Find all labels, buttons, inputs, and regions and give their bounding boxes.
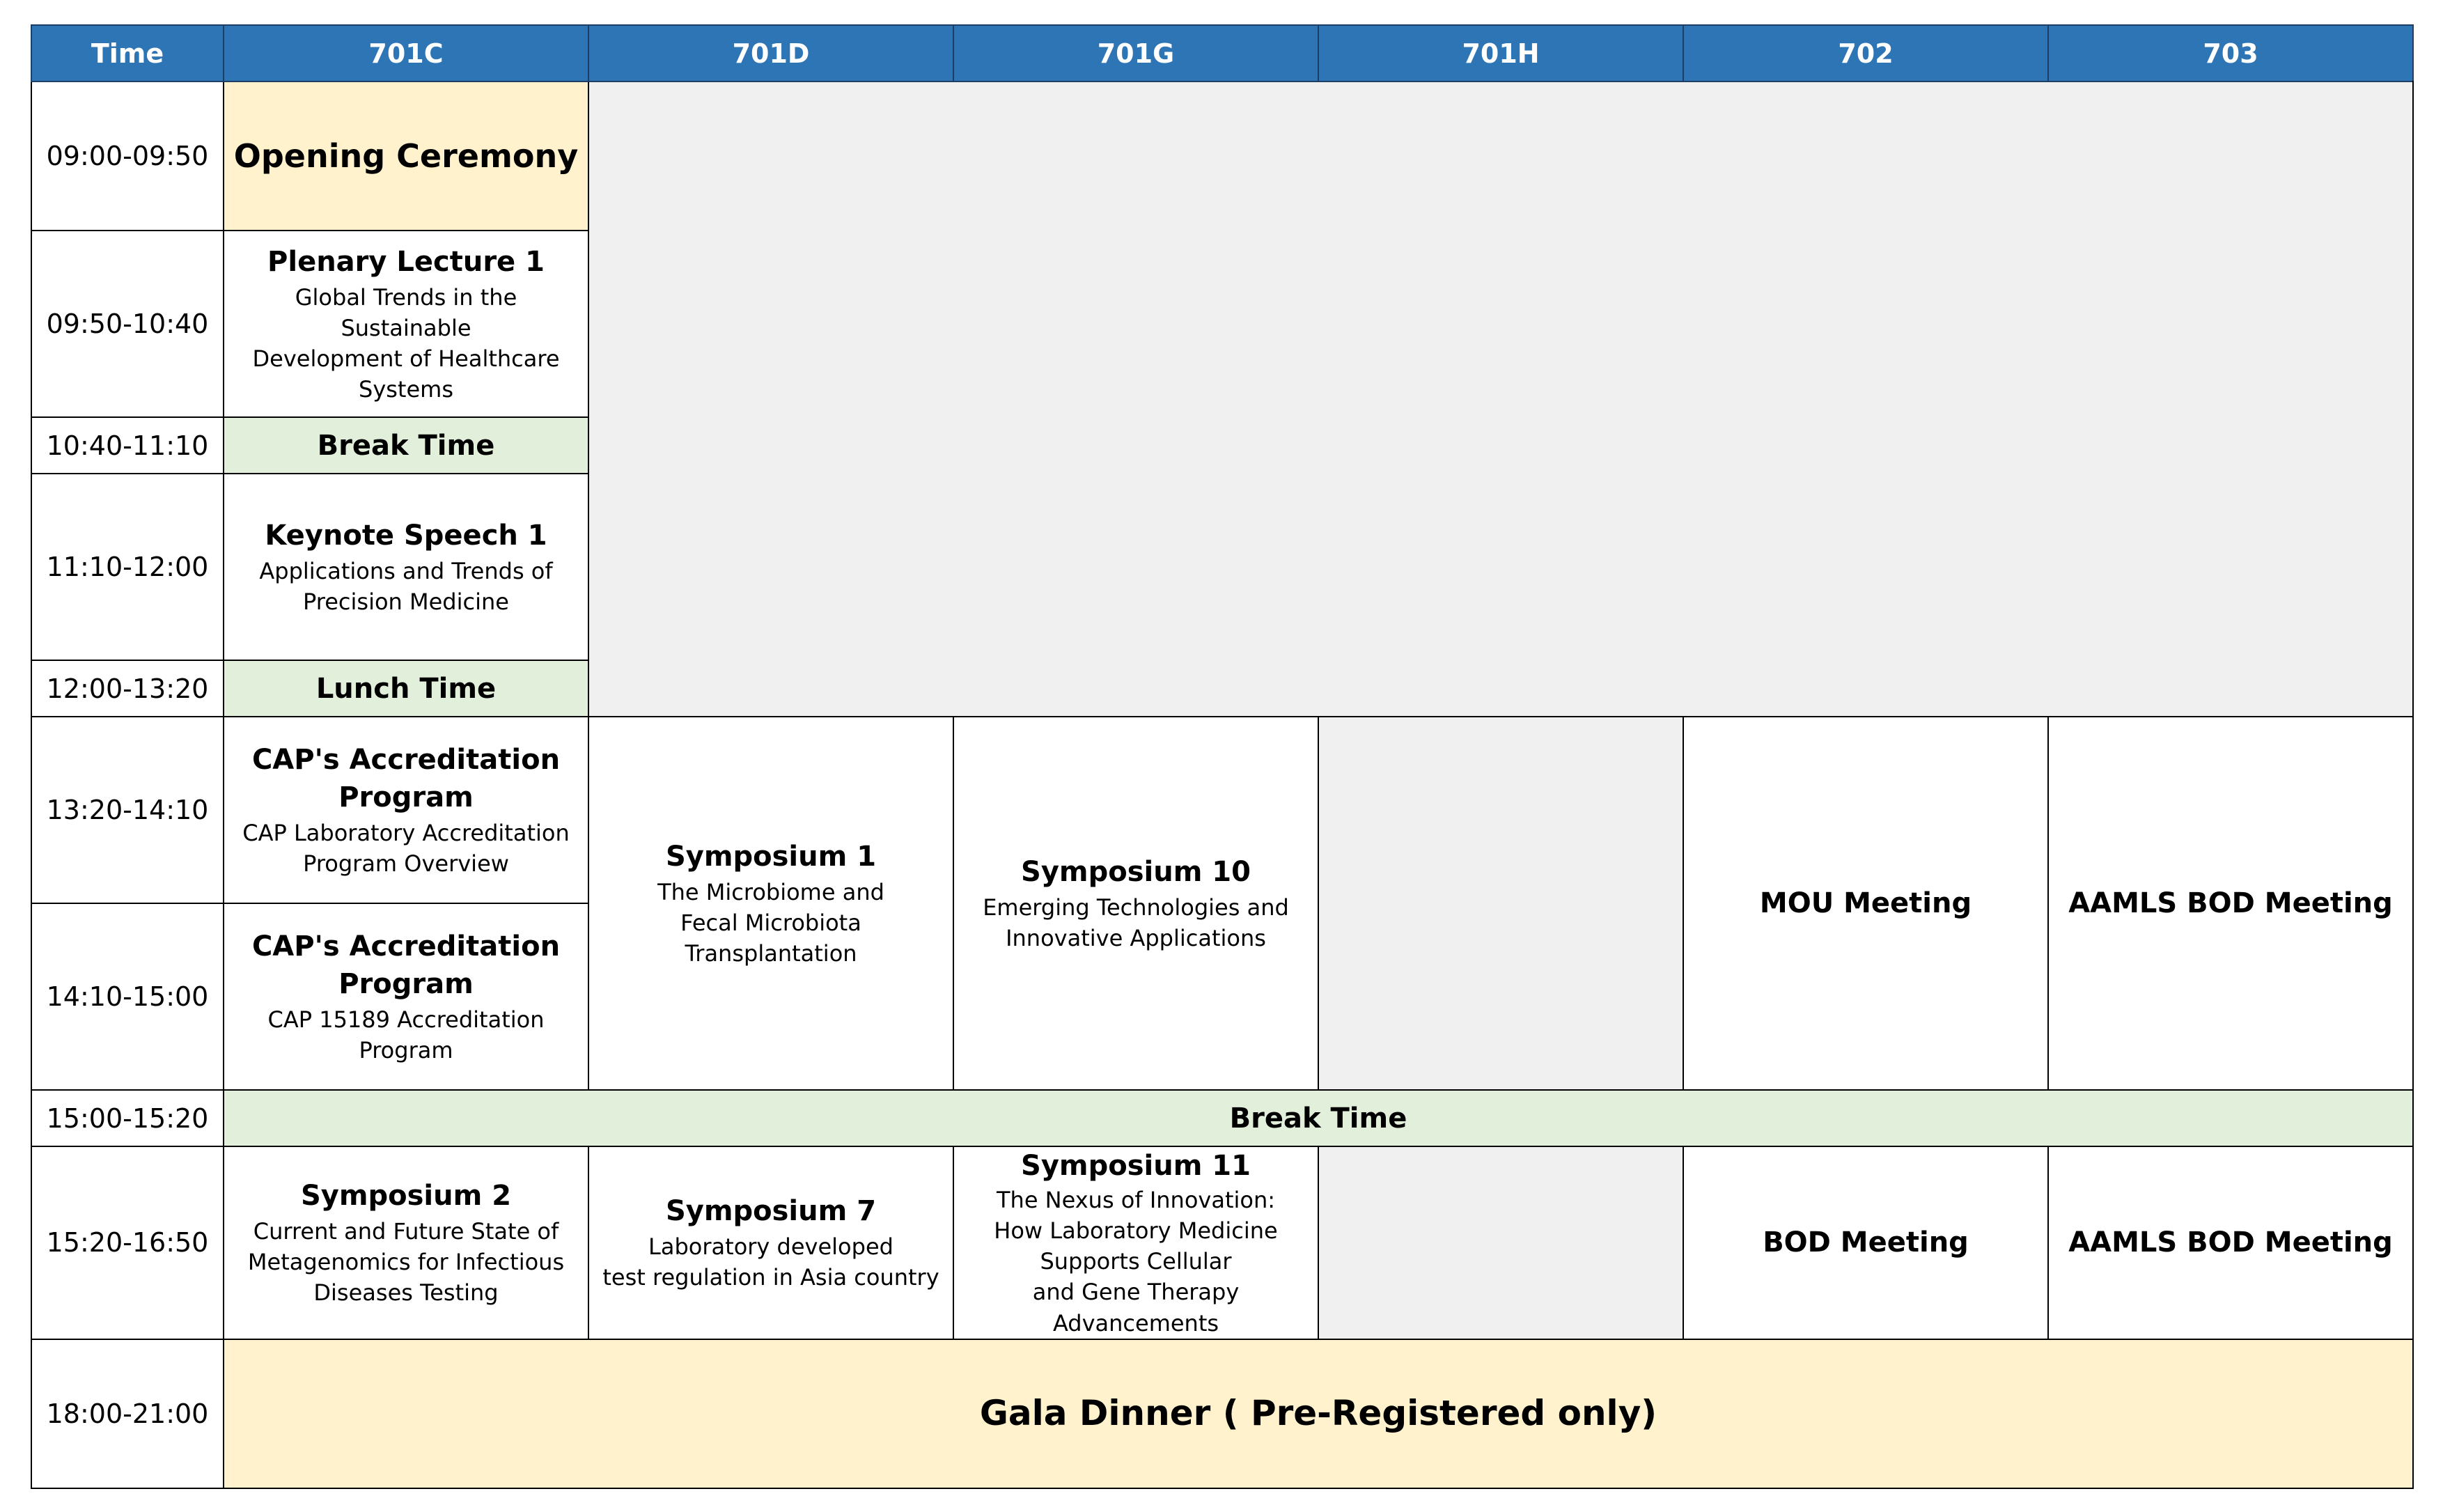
- schedule-row: 15:20-16:50 Symposium 2 Current and Futu…: [31, 1146, 2414, 1340]
- header-room-702: 702: [1683, 24, 2049, 82]
- session-title: Gala Dinner ( Pre-Registered only): [979, 1393, 1657, 1434]
- cap-accreditation-cell: CAP's Accreditation Program CAP Laborato…: [223, 716, 589, 904]
- gala-dinner-cell: Gala Dinner ( Pre-Registered only): [223, 1338, 2414, 1489]
- empty-block: [588, 81, 2414, 717]
- session-subtitle: Metagenomics for Infectious: [247, 1249, 565, 1276]
- schedule-table: Time 701C 701D 701G 701H 702 703 09:00-0…: [31, 24, 2414, 1489]
- session-title: Plenary Lecture 1: [267, 245, 545, 278]
- symposium-11-cell: Symposium 11 The Nexus of Innovation: Ho…: [953, 1146, 1319, 1340]
- session-title: Program: [338, 967, 474, 1000]
- time-slot: 13:20-14:10: [31, 716, 224, 904]
- header-room-701g: 701G: [953, 24, 1319, 82]
- schedule-row: 11:10-12:00 Keynote Speech 1 Application…: [31, 473, 2413, 661]
- session-subtitle: Development of Healthcare: [252, 345, 560, 372]
- bod-meeting-cell: BOD Meeting: [1683, 1146, 2049, 1340]
- session-subtitle: CAP Laboratory Accreditation: [242, 819, 570, 846]
- schedule-row: 09:00-09:50 Opening Ceremony: [31, 81, 2414, 717]
- time-slot: 14:10-15:00: [31, 903, 224, 1091]
- session-subtitle: Program: [359, 1037, 453, 1063]
- time-slot: 09:50-10:40: [31, 230, 224, 418]
- cap-accreditation-cell: CAP's Accreditation Program CAP 15189 Ac…: [223, 903, 589, 1091]
- time-slot: 09:00-09:50: [31, 81, 224, 231]
- time-slot: 10:40-11:10: [31, 416, 224, 474]
- session-title: Symposium 7: [665, 1195, 877, 1228]
- session-subtitle: CAP 15189 Accreditation: [267, 1006, 545, 1033]
- lunch-time-cell: Lunch Time: [223, 660, 589, 717]
- header-room-701d: 701D: [588, 24, 954, 82]
- opening-ceremony-cell: Opening Ceremony: [223, 81, 589, 231]
- schedule-row: 14:10-15:00 CAP's Accreditation Program …: [31, 903, 2413, 1091]
- time-slot: 15:20-16:50: [31, 1146, 224, 1340]
- session-title: AAMLS BOD Meeting: [2068, 887, 2393, 919]
- session-title: Break Time: [317, 429, 495, 462]
- schedule-row: 10:40-11:10 Break Time: [31, 416, 2413, 474]
- break-time-cell: Break Time: [223, 416, 589, 474]
- session-subtitle: Applications and Trends of: [259, 557, 553, 584]
- session-title: Break Time: [1229, 1102, 1407, 1135]
- session-subtitle: Advancements: [1052, 1309, 1219, 1336]
- schedule-row: 15:00-15:20 Break Time: [31, 1089, 2414, 1147]
- session-title: BOD Meeting: [1763, 1226, 1969, 1259]
- schedule-row: 13:20-14:10 CAP's Accreditation Program …: [31, 716, 2414, 1091]
- header-room-701c: 701C: [223, 24, 589, 82]
- session-title: Symposium 11: [1021, 1150, 1251, 1182]
- session-subtitle: Supports Cellular: [1040, 1248, 1232, 1275]
- session-title: Keynote Speech 1: [265, 519, 547, 552]
- session-title: Opening Ceremony: [233, 137, 579, 175]
- symposium-1-cell: Symposium 1 The Microbiome and Fecal Mic…: [588, 716, 954, 1091]
- time-slot: 15:00-15:20: [31, 1089, 224, 1147]
- session-subtitle: Fecal Microbiota Transplantation: [680, 909, 861, 967]
- schedule-row: 12:00-13:20 Lunch Time: [31, 660, 2413, 717]
- session-title: Program: [338, 781, 474, 813]
- aamls-bod-meeting-cell: AAMLS BOD Meeting: [2047, 716, 2414, 1091]
- session-subtitle: Laboratory developed: [648, 1233, 893, 1261]
- session-subtitle: How Laboratory Medicine: [994, 1217, 1278, 1245]
- session-subtitle: Program Overview: [303, 850, 509, 877]
- session-subtitle: Diseases Testing: [313, 1279, 499, 1307]
- session-subtitle: Innovative Applications: [1006, 925, 1266, 951]
- empty-cell: [1318, 1146, 1684, 1340]
- header-room-703: 703: [2047, 24, 2414, 82]
- session-title: Symposium 10: [1021, 855, 1251, 888]
- session-title: MOU Meeting: [1759, 887, 1972, 919]
- session-subtitle: Emerging Technologies and: [983, 894, 1289, 921]
- header-time: Time: [31, 24, 224, 82]
- break-time-cell: Break Time: [223, 1089, 2414, 1147]
- session-subtitle: and Gene Therapy: [1032, 1279, 1240, 1306]
- header-row: Time 701C 701D 701G 701H 702 703: [31, 24, 2414, 82]
- session-subtitle: Systems: [359, 376, 453, 403]
- session-subtitle: The Nexus of Innovation:: [996, 1187, 1276, 1213]
- session-title: CAP's Accreditation: [251, 930, 561, 962]
- schedule-row: 18:00-21:00 Gala Dinner ( Pre-Registered…: [31, 1338, 2414, 1489]
- session-subtitle: Precision Medicine: [303, 589, 509, 615]
- session-subtitle: Global Trends in the Sustainable: [295, 283, 517, 341]
- session-title: CAP's Accreditation: [251, 743, 561, 776]
- session-title: Symposium 2: [300, 1180, 512, 1213]
- session-subtitle: test regulation in Asia country: [602, 1264, 939, 1291]
- schedule-row: 09:50-10:40 Plenary Lecture 1 Global Tre…: [31, 230, 2413, 418]
- time-slot: 18:00-21:00: [31, 1338, 224, 1489]
- session-title: Lunch Time: [315, 672, 497, 705]
- empty-cell: [1318, 716, 1684, 1091]
- symposium-2-cell: Symposium 2 Current and Future State of …: [223, 1146, 589, 1340]
- time-slot: 11:10-12:00: [31, 473, 224, 661]
- session-subtitle: The Microbiome and: [657, 878, 884, 905]
- header-room-701h: 701H: [1318, 24, 1684, 82]
- time-slot: 12:00-13:20: [31, 660, 224, 717]
- plenary-lecture-cell: Plenary Lecture 1 Global Trends in the S…: [223, 230, 589, 418]
- session-subtitle: Current and Future State of: [253, 1218, 559, 1245]
- keynote-speech-cell: Keynote Speech 1 Applications and Trends…: [223, 473, 589, 661]
- mou-meeting-cell: MOU Meeting: [1683, 716, 2049, 1091]
- symposium-7-cell: Symposium 7 Laboratory developed test re…: [588, 1146, 954, 1340]
- aamls-bod-meeting-cell: AAMLS BOD Meeting: [2047, 1146, 2414, 1340]
- session-title: Symposium 1: [665, 840, 877, 873]
- symposium-10-cell: Symposium 10 Emerging Technologies and I…: [953, 716, 1319, 1091]
- session-title: AAMLS BOD Meeting: [2068, 1226, 2393, 1259]
